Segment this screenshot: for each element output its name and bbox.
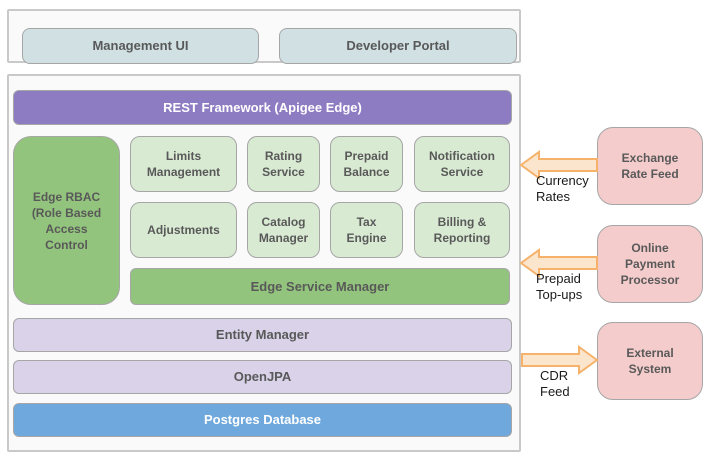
management-ui-box: Management UI: [22, 28, 259, 64]
rating-service-box: Rating Service: [247, 136, 320, 192]
billing-reporting-box: Billing & Reporting: [414, 202, 510, 258]
developer-portal-box: Developer Portal: [279, 28, 517, 64]
online-payment-processor-box: Online Payment Processor: [597, 225, 703, 303]
rest-framework-bar: REST Framework (Apigee Edge): [13, 90, 512, 125]
openjpa-bar: OpenJPA: [13, 360, 512, 394]
external-system-box: External System: [597, 322, 703, 400]
entity-manager-bar: Entity Manager: [13, 318, 512, 352]
postgres-database-bar: Postgres Database: [13, 403, 512, 437]
cdr-feed-label: CDR Feed: [540, 368, 570, 399]
prepaid-topups-label: Prepaid Top-ups: [536, 271, 583, 302]
edge-service-manager-bar: Edge Service Manager: [130, 268, 510, 305]
catalog-manager-box: Catalog Manager: [247, 202, 320, 258]
clients-panel: Management UI Developer Portal: [7, 9, 521, 64]
adjustments-box: Adjustments: [130, 202, 237, 258]
edge-rbac-box: Edge RBAC (Role Based Access Control: [13, 136, 120, 305]
limits-management-box: Limits Management: [130, 136, 237, 192]
exchange-rate-feed-box: Exchange Rate Feed: [597, 127, 703, 205]
prepaid-balance-box: Prepaid Balance: [330, 136, 403, 192]
currency-rates-label: Currency Rates: [536, 173, 589, 204]
notification-service-box: Notification Service: [414, 136, 510, 192]
tax-engine-box: Tax Engine: [330, 202, 403, 258]
